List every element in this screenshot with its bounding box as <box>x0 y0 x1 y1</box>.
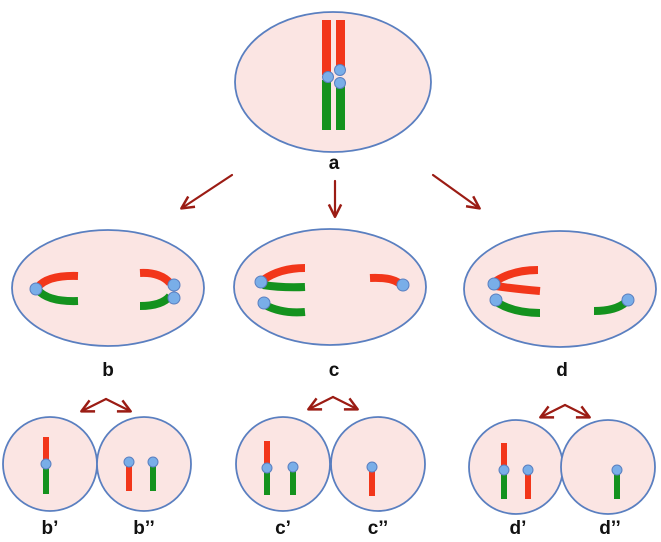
centromere <box>147 456 159 468</box>
label-d-double-prime: d’’ <box>599 518 620 539</box>
centromere <box>396 278 410 292</box>
cell-b <box>11 229 205 347</box>
green-chromatid-left <box>322 80 331 130</box>
chromosome-c-right <box>369 273 410 292</box>
fork-arrow-b <box>80 397 132 413</box>
label-d: d <box>556 360 568 381</box>
red-chromatid-right <box>336 20 345 68</box>
cell-d-prime <box>468 419 564 515</box>
cell-d-double-prime <box>560 419 656 515</box>
centromere <box>123 456 135 468</box>
cell-c <box>233 228 427 346</box>
cell-d <box>463 230 657 348</box>
chromosome-b-right <box>139 268 181 310</box>
cell-b-double-prime <box>96 416 192 512</box>
centromere <box>366 461 378 473</box>
centromere <box>261 462 273 474</box>
fork-arrow-d <box>539 403 591 419</box>
centromere <box>522 464 534 476</box>
chromosome-b-left <box>29 271 79 306</box>
centromere <box>29 282 43 296</box>
cell-c-prime <box>235 416 331 512</box>
label-c: c <box>329 360 340 381</box>
label-c-prime: c’ <box>275 518 291 539</box>
cell-a <box>234 11 432 153</box>
arrow-a-to-d <box>431 173 481 210</box>
centromere <box>167 278 181 292</box>
chromosome-pair-a <box>322 20 346 130</box>
centromere <box>40 458 52 470</box>
centromere <box>334 77 346 89</box>
centromere <box>167 291 181 305</box>
centromere <box>498 464 510 476</box>
label-b-prime: b’ <box>42 518 59 539</box>
arrow-a-to-b <box>180 173 234 210</box>
centromere <box>487 277 501 291</box>
centromere <box>322 71 334 83</box>
cell-c-double-prime <box>330 416 426 512</box>
centromere <box>257 296 271 310</box>
label-d-prime: d’ <box>510 518 527 539</box>
centromere <box>621 293 635 307</box>
chromosome-d-right <box>593 293 635 315</box>
label-a: a <box>329 153 340 174</box>
label-b-double-prime: b’’ <box>133 518 154 539</box>
red-chromatid-left <box>322 20 331 75</box>
centromere <box>287 461 299 473</box>
chromosome-c-left <box>254 264 306 317</box>
chromosome-d-left <box>487 266 541 317</box>
centromere <box>489 293 503 307</box>
green-chromatid-right <box>336 86 345 130</box>
cell-b-prime <box>2 416 98 512</box>
centromere <box>334 64 346 76</box>
centromere <box>254 275 268 289</box>
label-b: b <box>102 360 114 381</box>
fork-arrow-c <box>307 395 359 411</box>
centromere <box>611 464 623 476</box>
label-c-double-prime: c’’ <box>368 518 388 539</box>
